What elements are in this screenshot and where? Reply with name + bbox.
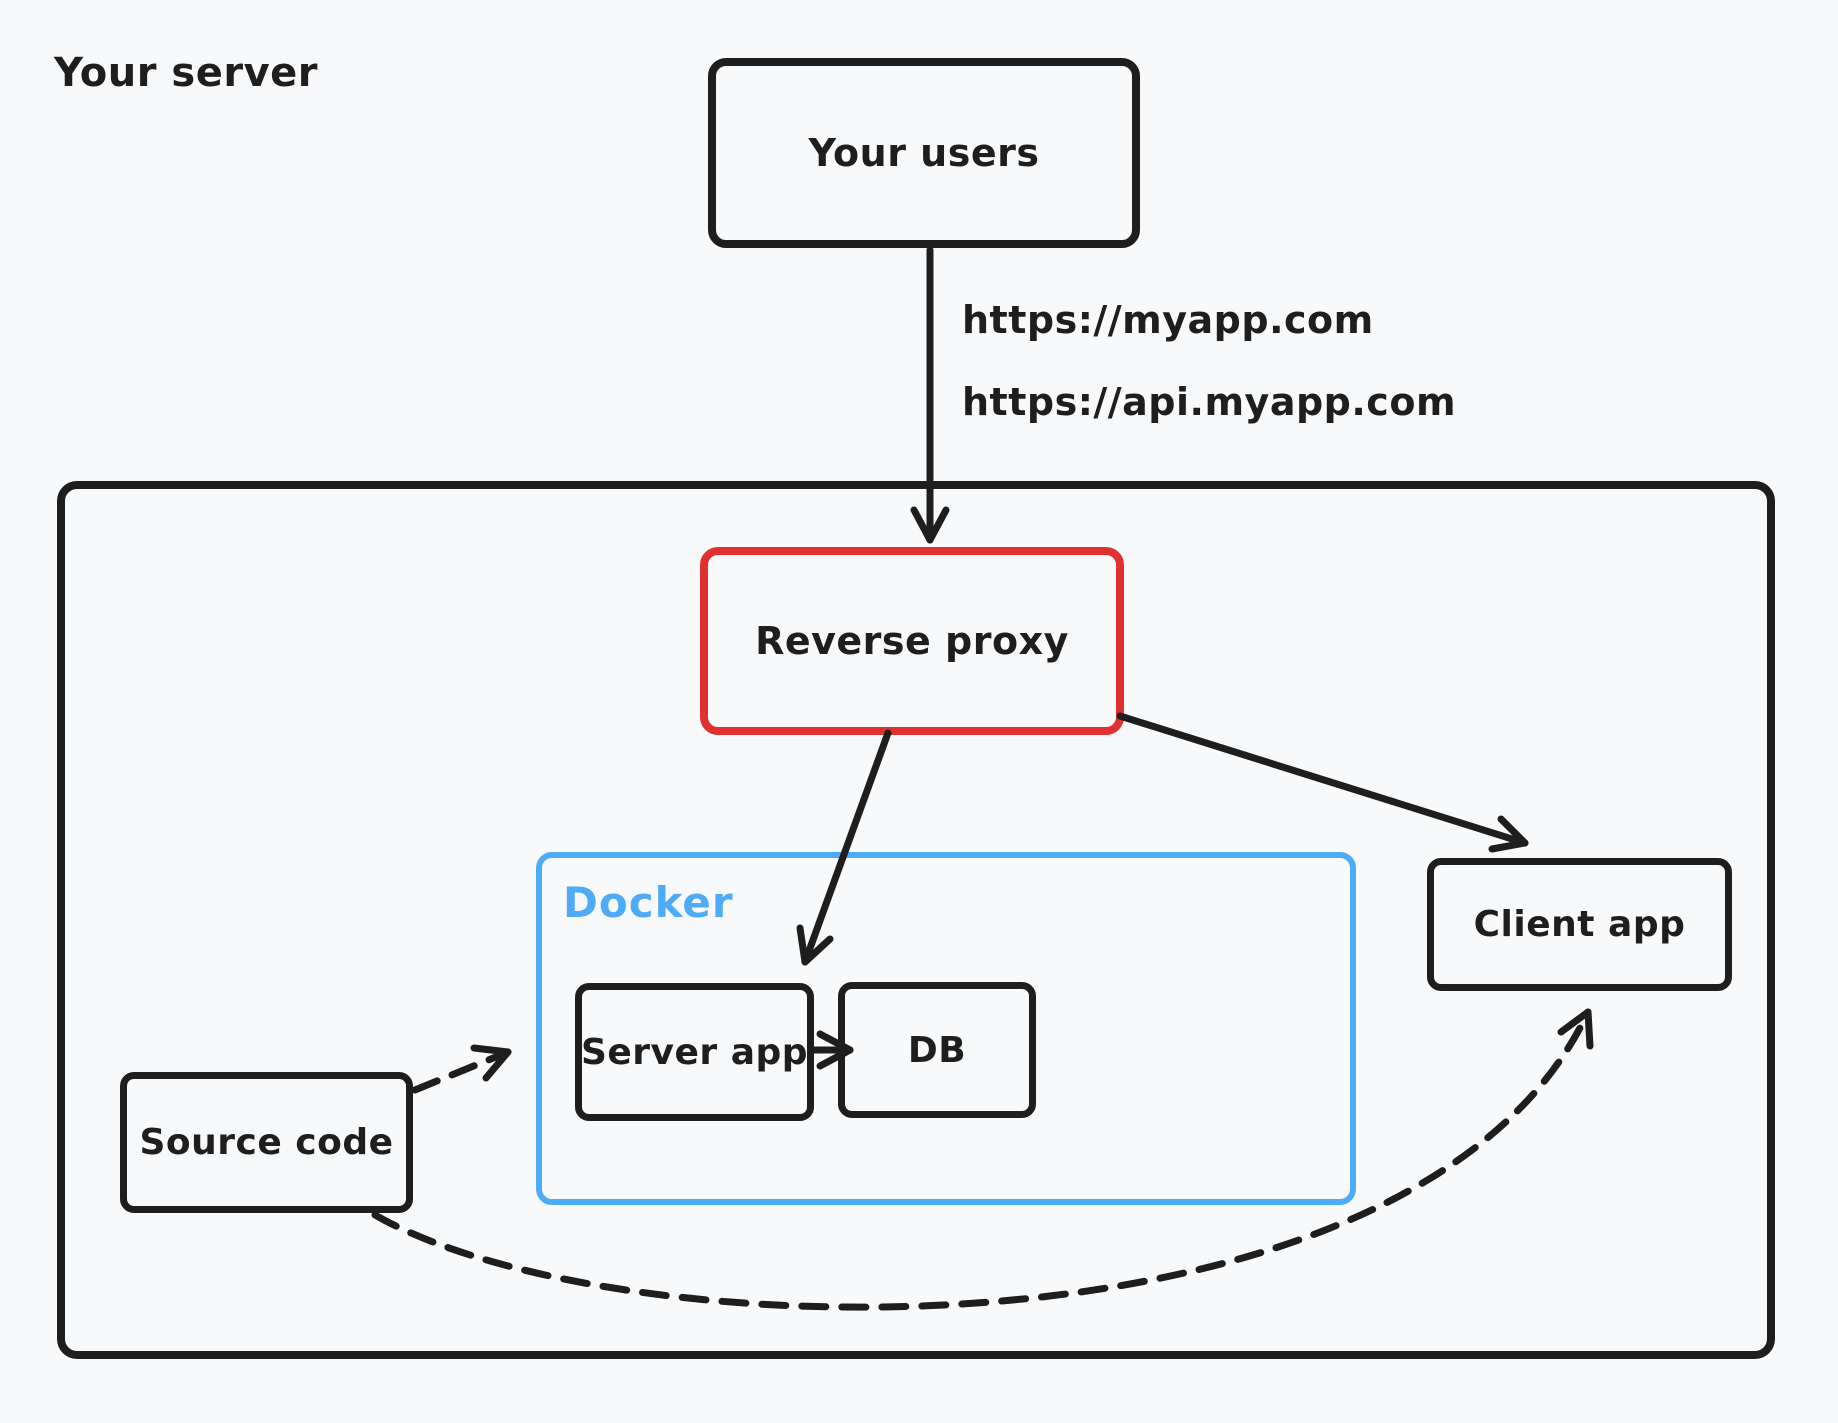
server-app-label: Server app	[580, 1031, 809, 1073]
edge-label-url-primary: https://myapp.com	[962, 298, 1374, 342]
edge-label-url-api: https://api.myapp.com	[962, 380, 1457, 424]
node-server-app: Server app	[575, 983, 814, 1121]
docker-label: Docker	[563, 878, 734, 927]
reverse-proxy-label: Reverse proxy	[755, 619, 1069, 663]
node-db: DB	[838, 982, 1036, 1118]
node-your-server	[57, 481, 1775, 1359]
source-code-label: Source code	[139, 1122, 394, 1163]
db-label: DB	[907, 1029, 967, 1071]
node-source-code: Source code	[120, 1072, 413, 1213]
client-app-label: Client app	[1473, 904, 1686, 945]
your-server-label: Your server	[54, 50, 318, 96]
node-reverse-proxy: Reverse proxy	[700, 547, 1124, 735]
node-client-app: Client app	[1427, 858, 1732, 991]
node-your-users: Your users	[708, 58, 1140, 248]
your-users-label: Your users	[808, 131, 1040, 175]
